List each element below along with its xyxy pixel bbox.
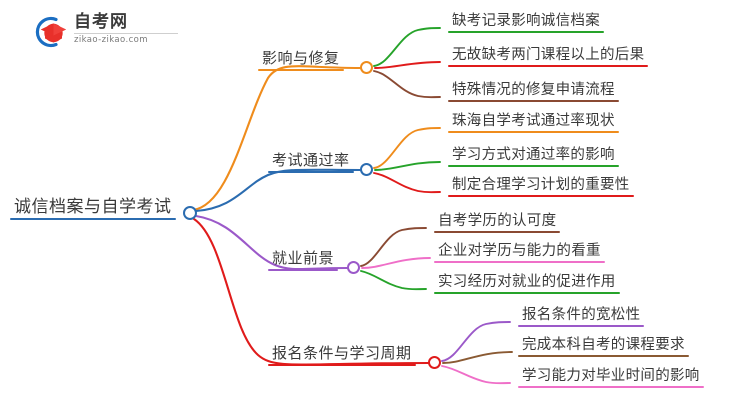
leaf-node-2-3[interactable]: 制定合理学习计划的重要性	[448, 173, 634, 197]
branch-node-2-label: 考试通过率	[272, 151, 350, 169]
leaf-node-3-3-label: 实习经历对就业的促进作用	[438, 274, 616, 290]
root-node-underline	[10, 218, 176, 220]
branch-node-4-label: 报名条件与学习周期	[272, 344, 412, 362]
leaf-node-4-3-underline	[518, 386, 704, 388]
leaf-node-3-1[interactable]: 自考学历的认可度	[434, 209, 561, 233]
leaf-node-4-2-underline	[518, 355, 689, 357]
leaf-node-2-2-underline	[448, 165, 619, 167]
leaf-node-2-2-label: 学习方式对通过率的影响	[452, 147, 615, 163]
leaf-node-1-1-underline	[448, 31, 604, 33]
branch-node-3[interactable]: 就业前景	[268, 247, 339, 271]
branch-node-3-underline	[268, 269, 339, 271]
leaf-node-3-1-label: 自考学历的认可度	[438, 213, 557, 229]
leaf-node-3-3[interactable]: 实习经历对就业的促进作用	[434, 270, 620, 294]
leaf-node-3-2-label: 企业对学历与能力的看重	[438, 243, 601, 259]
leaf-node-2-3-label: 制定合理学习计划的重要性	[452, 177, 630, 193]
leaf-node-3-3-underline	[434, 292, 620, 294]
leaf-node-4-1-label: 报名条件的宽松性	[522, 307, 641, 323]
leaf-node-2-2[interactable]: 学习方式对通过率的影响	[448, 143, 619, 167]
branch-node-3-label: 就业前景	[272, 249, 335, 267]
graduation-cap-icon	[30, 14, 70, 50]
leaf-node-4-1[interactable]: 报名条件的宽松性	[518, 303, 645, 327]
leaf-node-1-1-label: 缺考记录影响诚信档案	[452, 13, 600, 29]
leaf-node-2-1-underline	[448, 131, 619, 133]
leaf-node-4-3-label: 学习能力对毕业时间的影响	[522, 368, 700, 384]
logo-name: 自考网	[74, 12, 128, 32]
branch-node-1[interactable]: 影响与修复	[258, 47, 344, 71]
leaf-node-1-3-underline	[448, 100, 619, 102]
branch-node-1-handle[interactable]	[360, 61, 373, 74]
leaf-node-2-1[interactable]: 珠海自学考试通过率现状	[448, 109, 619, 133]
logo-url: zikao-zikao.com	[74, 35, 148, 45]
leaf-node-1-2[interactable]: 无故缺考两门课程以上的后果	[448, 43, 649, 67]
leaf-node-4-1-underline	[518, 325, 645, 327]
branch-node-1-underline	[258, 69, 344, 71]
site-logo[interactable]: 自考网 zikao-zikao.com	[30, 12, 180, 52]
leaf-node-4-3[interactable]: 学习能力对毕业时间的影响	[518, 364, 704, 388]
leaf-node-2-3-underline	[448, 195, 634, 197]
leaf-node-4-2-label: 完成本科自考的课程要求	[522, 337, 685, 353]
leaf-node-1-2-label: 无故缺考两门课程以上的后果	[452, 47, 645, 63]
leaf-node-1-3[interactable]: 特殊情况的修复申请流程	[448, 78, 619, 102]
leaf-node-3-1-underline	[434, 231, 561, 233]
branch-node-3-handle[interactable]	[347, 261, 360, 274]
branch-node-4-underline	[268, 364, 416, 366]
leaf-node-3-2[interactable]: 企业对学历与能力的看重	[434, 239, 605, 263]
leaf-node-1-2-underline	[448, 65, 649, 67]
leaf-node-3-2-underline	[434, 261, 605, 263]
leaf-node-2-1-label: 珠海自学考试通过率现状	[452, 113, 615, 129]
branch-node-2[interactable]: 考试通过率	[268, 149, 354, 173]
branch-node-4-handle[interactable]	[428, 356, 441, 369]
leaf-node-1-3-label: 特殊情况的修复申请流程	[452, 82, 615, 98]
root-node[interactable]: 诚信档案与自学考试	[10, 192, 176, 220]
root-node-handle[interactable]	[183, 206, 197, 220]
leaf-node-1-1[interactable]: 缺考记录影响诚信档案	[448, 9, 604, 33]
root-node-label: 诚信档案与自学考试	[14, 197, 172, 217]
branch-node-4[interactable]: 报名条件与学习周期	[268, 342, 416, 366]
logo-divider	[74, 33, 178, 34]
branch-node-2-handle[interactable]	[360, 163, 373, 176]
leaf-node-4-2[interactable]: 完成本科自考的课程要求	[518, 333, 689, 357]
branch-node-1-label: 影响与修复	[262, 49, 340, 67]
branch-node-2-underline	[268, 171, 354, 173]
